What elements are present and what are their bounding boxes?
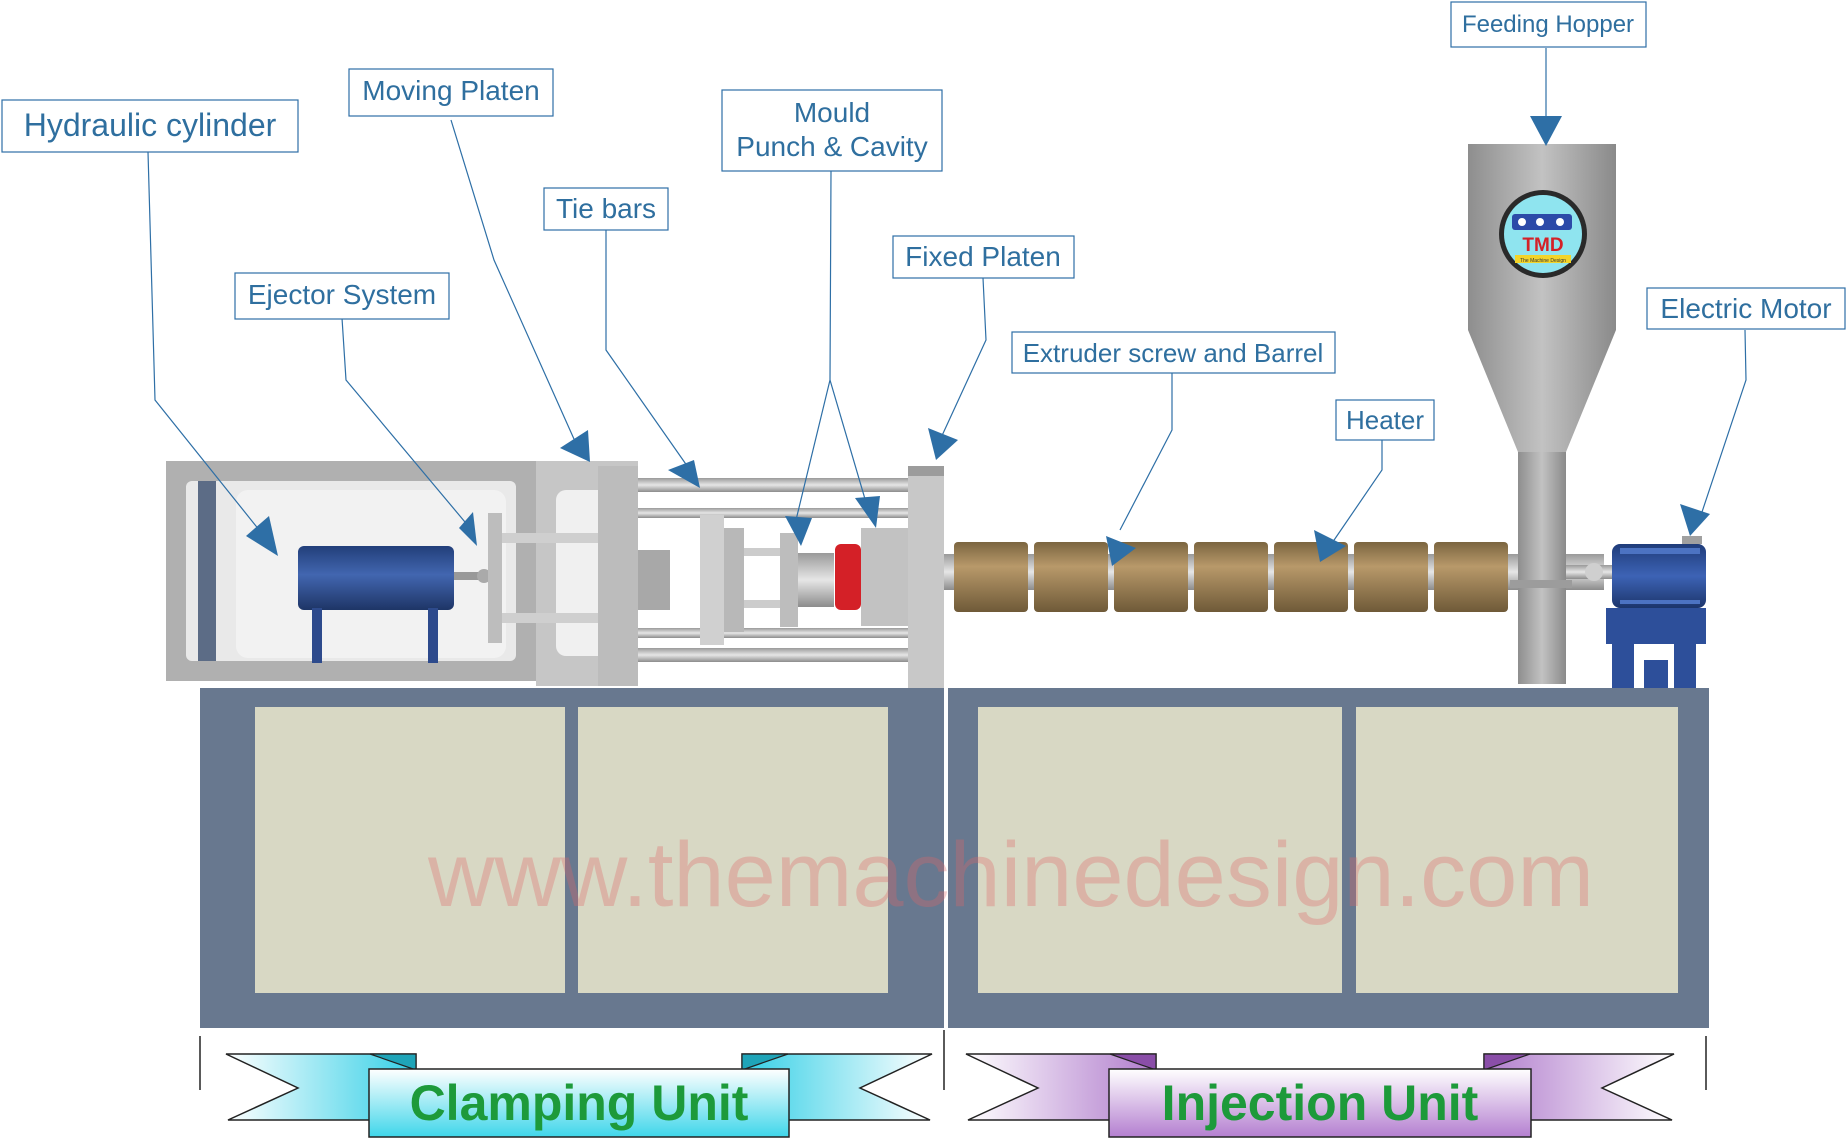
arrowhead-mould-punch (785, 516, 812, 546)
arrowhead-mould-cavity (855, 496, 880, 528)
injection-unit-assembly (944, 144, 1706, 688)
arrowhead-extruder (1106, 536, 1136, 566)
logo-subtext: The Machine Design (1520, 258, 1566, 264)
label-electric-motor: Electric Motor (1646, 287, 1846, 330)
clamping-unit-label: Clamping Unit (410, 1075, 749, 1131)
label-moving-platen: Moving Platen (348, 68, 554, 117)
label-heater: Heater (1335, 399, 1435, 441)
machine-base (200, 688, 1709, 1028)
svg-text:Extruder screw and Barrel: Extruder screw and Barrel (1023, 338, 1324, 368)
arrowhead-fixed-platen (928, 428, 958, 460)
arrowhead-moving-platen (560, 430, 590, 462)
watermark-text: www.themachinedesign.com (427, 824, 1594, 926)
arrowhead-motor (1680, 504, 1710, 536)
svg-text:Punch & Cavity: Punch & Cavity (736, 131, 927, 162)
arrowhead-hydraulic (246, 516, 278, 556)
svg-text:Feeding Hopper: Feeding Hopper (1462, 11, 1634, 38)
leader-lines (147, 48, 1747, 547)
svg-text:Mould: Mould (794, 97, 870, 128)
label-extruder: Extruder screw and Barrel (1011, 331, 1336, 374)
clamping-unit-banner: Clamping Unit (225, 1053, 933, 1138)
arrowhead-heater (1314, 530, 1346, 562)
clamping-unit-assembly (166, 461, 944, 688)
feeding-hopper-part (1468, 144, 1616, 684)
svg-text:Fixed Platen: Fixed Platen (905, 241, 1061, 272)
logo-text: TMD (1522, 235, 1563, 256)
injection-unit-label: Injection Unit (1162, 1075, 1479, 1131)
svg-text:Moving Platen: Moving Platen (362, 75, 539, 106)
arrowhead-hopper (1530, 116, 1562, 146)
arrowhead-tie-bars (668, 460, 700, 488)
label-tie-bars: Tie bars (543, 187, 669, 231)
svg-text:Electric Motor: Electric Motor (1660, 293, 1831, 324)
label-fixed-platen: Fixed Platen (892, 235, 1075, 279)
label-feeding-hopper: Feeding Hopper (1450, 1, 1647, 48)
svg-text:Heater: Heater (1346, 405, 1424, 435)
hydraulic-cylinder-part (298, 546, 491, 663)
svg-text:Ejector System: Ejector System (248, 279, 436, 310)
arrowheads (246, 116, 1710, 566)
tmd-logo: TMD The Machine Design (1499, 190, 1587, 278)
svg-text:Hydraulic cylinder: Hydraulic cylinder (24, 107, 277, 143)
injection-unit-banner: Injection Unit (965, 1053, 1675, 1138)
label-hydraulic-cylinder: Hydraulic cylinder (1, 99, 299, 153)
heater-bands (954, 542, 1508, 612)
arrowhead-ejector (459, 512, 477, 546)
label-mould: Mould Punch & Cavity (721, 89, 943, 172)
svg-text:Tie bars: Tie bars (556, 193, 656, 224)
label-ejector-system: Ejector System (234, 272, 450, 320)
electric-motor-part (1606, 536, 1706, 688)
unit-dividers (199, 1030, 1707, 1090)
